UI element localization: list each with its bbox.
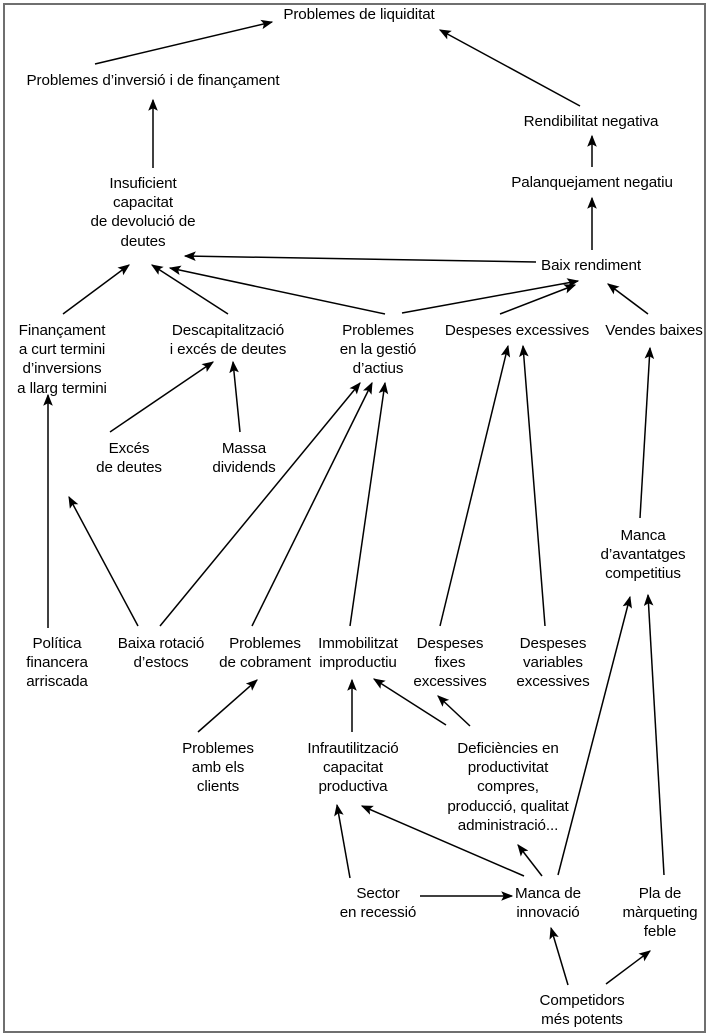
node-politica[interactable]: Política financera arriscada [26,635,88,691]
edge-competidors-to-plamarqueting [605,950,651,985]
edge-inversio-to-liquiditat [94,19,274,65]
edge-politica-to-excesdeutes [68,495,139,627]
edge-vendes-to-baixrendiment [607,283,649,315]
node-descapitalitzacio[interactable]: Descapitalització i excés de deutes [169,322,287,359]
node-mancaavantatges[interactable]: Manca d’avantatges competitius [600,527,686,583]
node-cobrament[interactable]: Problemes de cobrament [219,635,311,672]
diagram-border [3,3,706,1033]
edge-despesesfixes-to-despeses [439,344,511,627]
node-mancainnovacio[interactable]: Manca de innovació [515,885,581,922]
edge-sector-to-infrautilitzacio [334,803,351,879]
edge-mancainnovacio-to-infrautilitzacio [360,805,525,877]
node-insuficient[interactable]: Insuficient capacitat de devolució de de… [90,175,196,250]
edge-gestioactius-to-baixrendiment [401,278,580,314]
node-inversio[interactable]: Problemes d’inversió i de finançament [26,72,280,89]
node-infrautilitzacio[interactable]: Infrautilització capacitat productiva [307,740,399,796]
edge-gestioactius-to-insuficient [168,265,386,315]
edge-baixrendiment-to-insuficient [183,251,537,263]
edge-mancainnovacio-to-deficiencies [517,844,543,877]
node-despesesfixes[interactable]: Despeses fixes excessives [413,635,487,691]
node-palanquejament[interactable]: Palanquejament negatiu [511,174,673,191]
node-gestioactius[interactable]: Problemes en la gestió d’actius [339,322,417,378]
edge-baixarotacio-to-gestioactius [159,382,361,627]
edge-rendibilitat-to-liquiditat [438,29,581,107]
edge-probclients-to-cobrament [197,679,258,733]
node-baixarotacio[interactable]: Baixa rotació d’estocs [117,635,205,672]
node-plamarqueting[interactable]: Pla de màrqueting feble [622,885,698,941]
node-immobilitzat[interactable]: Immobilitzat improductiu [318,635,398,672]
edge-plamarqueting-to-mancaavantatges [643,593,665,876]
node-massadividends[interactable]: Massa dividends [212,440,276,477]
edge-competidors-to-mancainnovacio [549,926,569,986]
edge-deficiencies-to-despesesfixes [437,695,471,727]
node-sector[interactable]: Sector en recessió [339,885,417,922]
node-probclients[interactable]: Problemes amb els clients [182,740,254,796]
node-financament[interactable]: Finançament a curt termini d’inversions … [17,322,107,397]
edge-descapitalitzacio-to-insuficient [150,264,229,315]
edge-despeses-to-baixrendiment [499,284,577,315]
edge-deficiencies-to-immobilitzat [372,678,447,726]
edge-mancainnovacio-to-mancaavantatges [557,595,632,876]
edge-despesesvar-to-despeses [519,344,546,627]
edge-massadividends-to-descapitalitzacio [229,360,241,433]
node-vendes[interactable]: Vendes baixes [605,322,703,339]
node-competidors[interactable]: Competidors més potents [539,992,625,1029]
node-baixrendiment[interactable]: Baix rendiment [541,257,641,274]
edge-excesdeutes-to-descapitalitzacio [109,361,214,433]
node-despesesvar[interactable]: Despeses variables excessives [516,635,590,691]
node-deficiencies[interactable]: Deficiències en productivitat compres, p… [447,740,569,834]
node-rendibilitat[interactable]: Rendibilitat negativa [523,113,659,130]
node-excesdeutes[interactable]: Excés de deutes [96,440,162,477]
edge-immobilitzat-to-gestioactius [349,381,389,627]
edge-mancaavantatges-to-vendes [639,346,655,519]
edge-financament-to-insuficient [62,264,130,315]
node-liquiditat[interactable]: Problemes de liquiditat [283,6,435,23]
edge-cobrament-to-gestioactius [251,381,373,627]
node-despeses[interactable]: Despeses excessives [444,322,590,339]
